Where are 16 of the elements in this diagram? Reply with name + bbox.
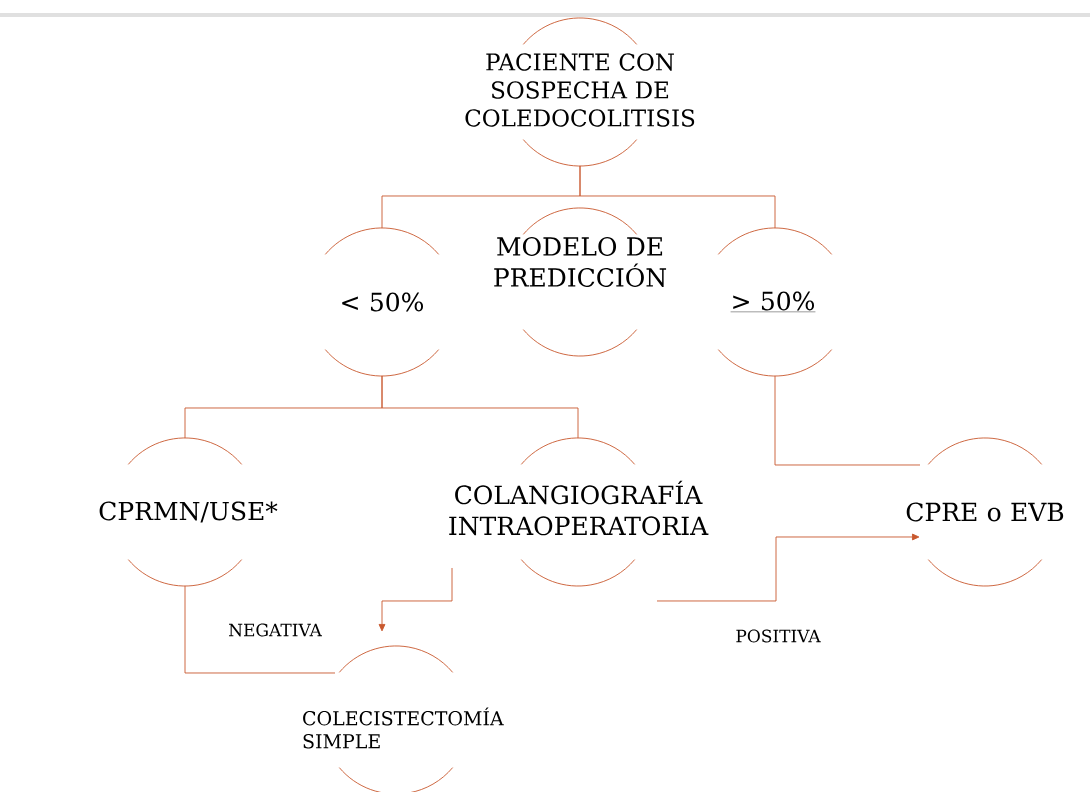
connector-line — [774, 375, 921, 466]
connector-line — [184, 585, 336, 674]
circle-node: COLANGIOGRAFÍA INTRAOPERATORIA — [449, 437, 709, 587]
connector-line — [381, 375, 579, 439]
circle-node: CPRMN/USE* — [99, 437, 278, 587]
circle-node: < 50% — [324, 227, 440, 377]
arrow — [656, 533, 920, 602]
connector-line — [579, 165, 776, 229]
circle-node: MODELO DE PREDICCIÓN — [494, 207, 667, 357]
circle-node: PACIENTE CON SOSPECHA DE COLEDOCOLITISIS — [465, 17, 695, 167]
circle-node: > 50% — [717, 227, 833, 377]
circle-node: COLECISTECTOMÍA SIMPLE — [303, 645, 504, 792]
edge-label: POSITIVA — [734, 628, 822, 644]
edge-label: NEGATIVA — [227, 622, 323, 638]
circle-node: CPRE o EVB — [906, 437, 1064, 587]
arrow — [378, 567, 453, 632]
